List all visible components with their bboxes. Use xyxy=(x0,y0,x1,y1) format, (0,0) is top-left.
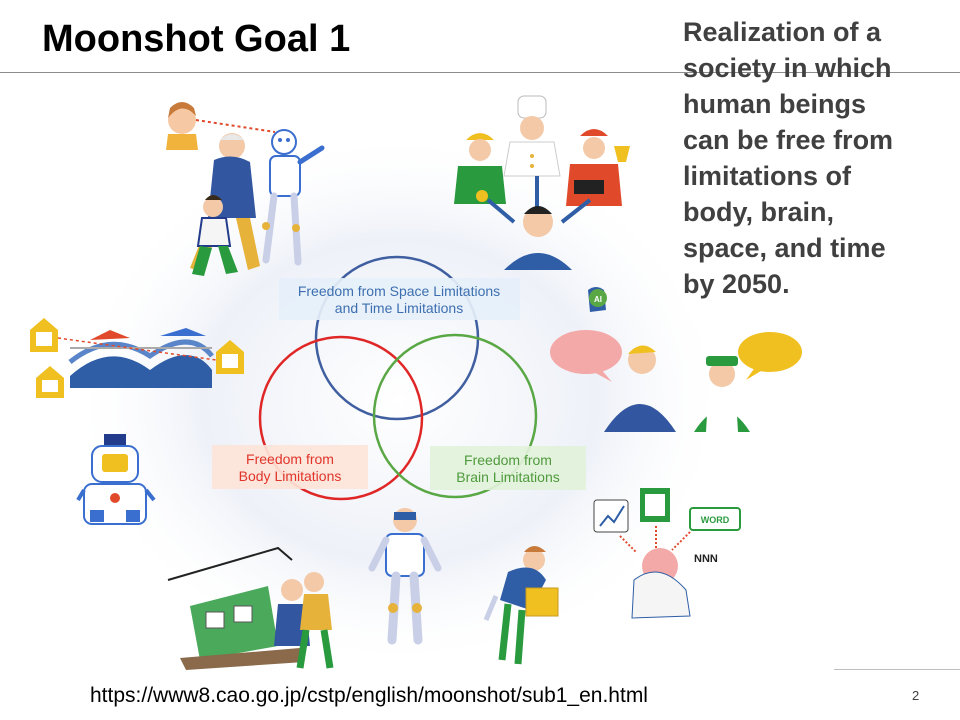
brain-label-line1: Freedom from xyxy=(464,452,552,468)
avatar-robot-illustration xyxy=(368,508,442,645)
professionals-illustration xyxy=(454,95,630,270)
disaster-rescue-illustration xyxy=(167,546,334,670)
goal-statement: Realization of a society in which human … xyxy=(683,17,894,299)
brain-label: Freedom from Brain Limitations xyxy=(430,446,586,490)
source-url[interactable]: https://www8.cao.go.jp/cstp/english/moon… xyxy=(90,684,648,707)
body-circle xyxy=(258,335,424,501)
space-time-label: Freedom from Space Limitations and Time … xyxy=(279,278,520,320)
brain-circle xyxy=(372,333,538,499)
body-label-line1: Freedom from xyxy=(246,451,334,467)
slide-title: Moonshot Goal 1 xyxy=(42,18,351,60)
space-label-line2: and Time Limitations xyxy=(335,300,463,316)
remote-houses-illustration xyxy=(30,318,244,398)
background-halo xyxy=(70,130,730,670)
sleep-letters: NNN xyxy=(694,553,718,565)
brain-label-line2: Brain Limitations xyxy=(456,469,560,485)
body-label: Freedom from Body Limitations xyxy=(212,445,368,489)
page-number: 2 xyxy=(912,688,920,703)
word-badge: WORD xyxy=(701,515,730,525)
elderly-with-robot-illustration xyxy=(166,102,325,276)
title-divider xyxy=(0,72,960,73)
ai-badge: AI xyxy=(594,295,602,304)
assisted-worker-illustration xyxy=(483,546,559,665)
brain-assist-illustration: WORD NNN xyxy=(593,488,741,619)
space-label-line1: Freedom from Space Limitations xyxy=(298,283,500,299)
page-number-divider xyxy=(834,669,960,670)
patrol-robot-illustration xyxy=(76,434,156,525)
body-label-line2: Body Limitations xyxy=(239,468,342,484)
translation-conversation-illustration: AI xyxy=(550,287,802,432)
